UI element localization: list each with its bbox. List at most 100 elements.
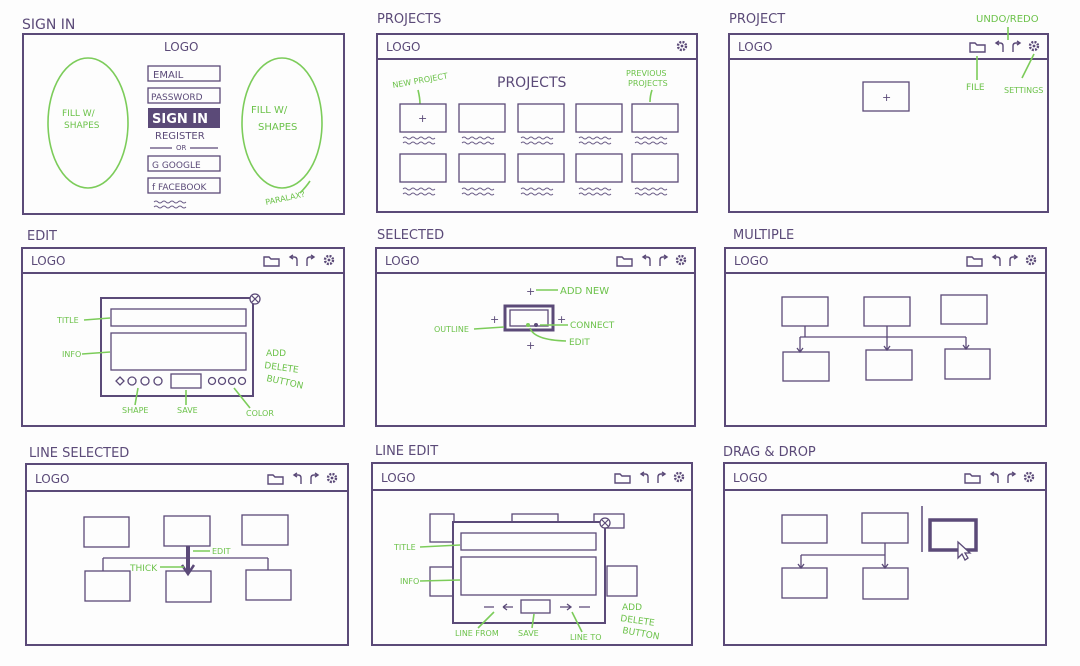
color-options[interactable] xyxy=(207,376,247,386)
dragged-node[interactable] xyxy=(928,518,978,552)
panel-drag-drop: DRAG & DROP LOGO xyxy=(723,445,1047,646)
right-fill-label-2: SHAPES xyxy=(258,122,297,133)
node[interactable] xyxy=(245,569,292,601)
redo-icon[interactable] xyxy=(657,471,666,484)
sign-in-button-label: SIGN IN xyxy=(152,112,208,127)
connector-line[interactable] xyxy=(799,326,967,352)
selected-logo: LOGO xyxy=(385,254,419,268)
info-note: INFO xyxy=(62,350,81,359)
title-input[interactable] xyxy=(110,308,247,327)
node[interactable] xyxy=(781,567,828,599)
redo-icon[interactable] xyxy=(306,254,315,267)
new-project-note: NEW PROJECT xyxy=(392,71,449,90)
settings-gear-icon[interactable] xyxy=(326,472,338,484)
line-to-note: LINE TO xyxy=(570,633,602,642)
info-textarea[interactable] xyxy=(110,332,247,371)
folder-icon[interactable] xyxy=(614,473,631,484)
redo-icon[interactable] xyxy=(1012,40,1021,53)
add-plus-icon[interactable]: + xyxy=(526,285,535,298)
line-to-options[interactable] xyxy=(560,603,590,611)
project-card[interactable] xyxy=(575,153,623,183)
node[interactable] xyxy=(165,570,212,603)
undo-icon[interactable] xyxy=(293,472,302,485)
redo-icon[interactable] xyxy=(1009,254,1018,267)
project-card[interactable] xyxy=(631,103,679,133)
settings-gear-icon[interactable] xyxy=(673,471,685,483)
node[interactable] xyxy=(241,514,289,546)
settings-gear-icon[interactable] xyxy=(323,254,335,266)
add-plus-icon[interactable]: + xyxy=(526,339,535,352)
info-note: INFO xyxy=(400,577,419,586)
info-textarea[interactable] xyxy=(460,556,597,596)
close-icon[interactable] xyxy=(599,517,611,529)
project-card[interactable] xyxy=(517,153,565,183)
save-button[interactable] xyxy=(520,599,551,614)
email-field[interactable]: EMAIL xyxy=(147,65,221,82)
node[interactable] xyxy=(782,351,830,382)
node[interactable] xyxy=(944,348,991,380)
node[interactable] xyxy=(781,296,829,327)
outline-note: OUTLINE xyxy=(434,325,469,334)
project-card[interactable] xyxy=(631,153,679,183)
undo-icon[interactable] xyxy=(642,254,651,267)
projects-logo: LOGO xyxy=(386,40,420,54)
shape-options[interactable] xyxy=(115,376,163,386)
facebook-button[interactable]: f FACEBOOK xyxy=(147,177,221,194)
add-delete-note-3: BUTTON xyxy=(265,374,304,392)
register-link[interactable]: REGISTER xyxy=(155,131,205,142)
password-field[interactable]: PASSWORD xyxy=(147,87,221,104)
node[interactable] xyxy=(865,349,913,381)
redo-icon[interactable] xyxy=(659,254,668,267)
node[interactable] xyxy=(84,570,131,602)
node[interactable] xyxy=(861,512,909,544)
undo-icon[interactable] xyxy=(289,254,298,267)
settings-gear-icon[interactable] xyxy=(1025,254,1037,266)
add-new-note: ADD NEW xyxy=(560,286,609,297)
project-card[interactable] xyxy=(399,153,447,183)
previous-projects-note-2: PROJECTS xyxy=(628,79,668,88)
redo-icon[interactable] xyxy=(1007,471,1016,484)
previous-projects-note-1: PREVIOUS xyxy=(626,69,667,78)
undo-icon[interactable] xyxy=(995,40,1004,53)
project-card[interactable] xyxy=(575,103,623,133)
thick-note: THICK xyxy=(129,564,158,574)
save-button[interactable] xyxy=(170,373,202,389)
google-button[interactable]: G GOOGLE xyxy=(147,155,221,172)
new-node-placeholder[interactable]: + xyxy=(862,81,910,112)
undo-icon[interactable] xyxy=(992,254,1001,267)
node[interactable] xyxy=(863,296,911,327)
settings-gear-icon[interactable] xyxy=(1023,471,1035,483)
settings-gear-icon[interactable] xyxy=(676,40,688,52)
line-from-options[interactable] xyxy=(484,603,513,611)
project-card[interactable] xyxy=(458,103,506,133)
settings-gear-icon[interactable] xyxy=(675,254,687,266)
undo-icon[interactable] xyxy=(990,471,999,484)
sign-in-logo: LOGO xyxy=(164,40,198,54)
selected-node[interactable] xyxy=(503,304,555,332)
node[interactable] xyxy=(940,294,988,325)
close-icon[interactable] xyxy=(249,293,261,305)
settings-gear-icon[interactable] xyxy=(1028,40,1040,52)
folder-icon[interactable] xyxy=(966,256,983,267)
folder-icon[interactable] xyxy=(616,256,633,267)
add-plus-icon[interactable]: + xyxy=(557,313,566,326)
redo-icon[interactable] xyxy=(310,472,319,485)
folder-icon[interactable] xyxy=(969,42,986,53)
sign-in-button[interactable]: SIGN IN xyxy=(148,108,220,128)
facebook-button-label: f FACEBOOK xyxy=(152,183,208,193)
add-plus-icon[interactable]: + xyxy=(490,313,499,326)
project-card[interactable] xyxy=(458,153,506,183)
line-from-note: LINE FROM xyxy=(455,629,499,638)
folder-icon[interactable] xyxy=(263,256,280,267)
new-project-card[interactable]: + xyxy=(399,103,447,133)
line-edit-dialog xyxy=(452,521,606,624)
project-card[interactable] xyxy=(517,103,565,133)
node[interactable] xyxy=(781,514,828,544)
node[interactable] xyxy=(163,515,211,547)
folder-icon[interactable] xyxy=(964,473,981,484)
title-input[interactable] xyxy=(460,532,597,551)
undo-icon[interactable] xyxy=(640,471,649,484)
folder-icon[interactable] xyxy=(267,474,284,485)
node[interactable] xyxy=(862,567,909,600)
node[interactable] xyxy=(83,516,130,548)
